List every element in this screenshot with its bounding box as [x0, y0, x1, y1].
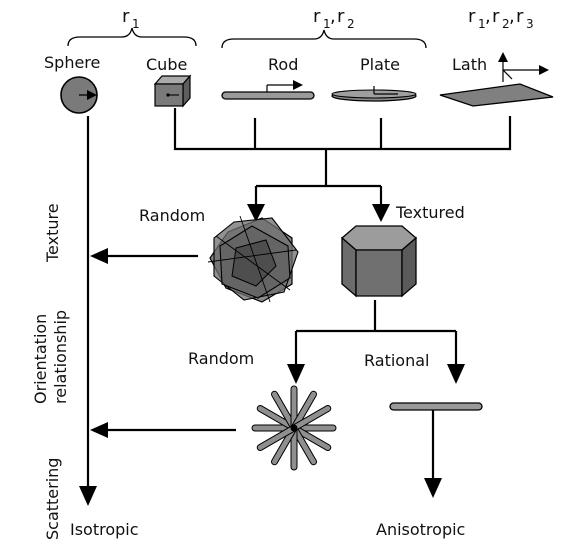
label-orientation-random: Random [188, 349, 254, 368]
label-isotropic: Isotropic [70, 520, 139, 539]
label-lath: Lath [452, 55, 487, 74]
r1r2r3-base-2: r [492, 6, 500, 27]
plate-shape [331, 86, 417, 102]
side-label-texture: Texture [43, 203, 62, 263]
r1r2-base-1: r [313, 6, 321, 27]
svg-text:,: , [330, 6, 336, 27]
r1-sub1: 1 [132, 17, 140, 31]
radius-label-r1: r 1 [122, 6, 140, 31]
arrow-to-random [247, 204, 265, 222]
r1r2-base-2: r [337, 6, 345, 27]
brace-r1-r2 [221, 29, 427, 49]
side-label-orientation-line2: relationship [51, 310, 70, 404]
radius-label-r1-r2: r 1 , r 2 [313, 6, 355, 31]
r1r2r3-sub2: 2 [502, 17, 510, 31]
brace-r1 [67, 27, 197, 47]
svg-text:,: , [485, 6, 491, 27]
label-rod: Rod [268, 55, 298, 74]
lath-shape [439, 52, 554, 107]
label-plate: Plate [360, 55, 400, 74]
label-texture-textured: Textured [395, 203, 465, 222]
side-label-scattering: Scattering [43, 458, 62, 540]
rod-shape [221, 80, 315, 100]
side-label-orientation-line1: Orientation [31, 314, 50, 404]
rational-rod-shape [389, 402, 483, 411]
arrow-to-textured [372, 204, 390, 222]
r1r2r3-base-1: r [468, 6, 476, 27]
radius-label-r1-r2-r3: r 1 , r 2 , r 3 [468, 6, 534, 31]
svg-text:,: , [509, 6, 515, 27]
label-cube: Cube [146, 55, 187, 74]
random-polycrystal-shape [207, 215, 299, 303]
textured-hexagon-shape [341, 225, 417, 298]
arrow-to-orient-random [287, 364, 305, 384]
r1r2r3-sub1: 1 [478, 17, 486, 31]
cube-shape [153, 74, 192, 108]
r1r2r3-base-3: r [516, 6, 524, 27]
label-anisotropic: Anisotropic [376, 520, 465, 539]
label-sphere: Sphere [44, 53, 100, 72]
r1r2r3-sub3: 3 [526, 17, 534, 31]
orientation-connector [287, 300, 465, 384]
arrow-to-anisotropic [424, 478, 442, 498]
r1r2-sub1: 1 [323, 17, 331, 31]
r1r2-sub2: 2 [347, 17, 355, 31]
r1-base: r [122, 6, 130, 27]
label-texture-random: Random [139, 206, 205, 225]
arrow-to-orient-rational [447, 364, 465, 384]
merge-connector [173, 108, 512, 222]
label-orientation-rational: Rational [364, 351, 429, 370]
sphere-shape [60, 76, 98, 114]
random-rods-star-shape [251, 385, 337, 471]
arrow-to-isotropic [79, 486, 97, 506]
